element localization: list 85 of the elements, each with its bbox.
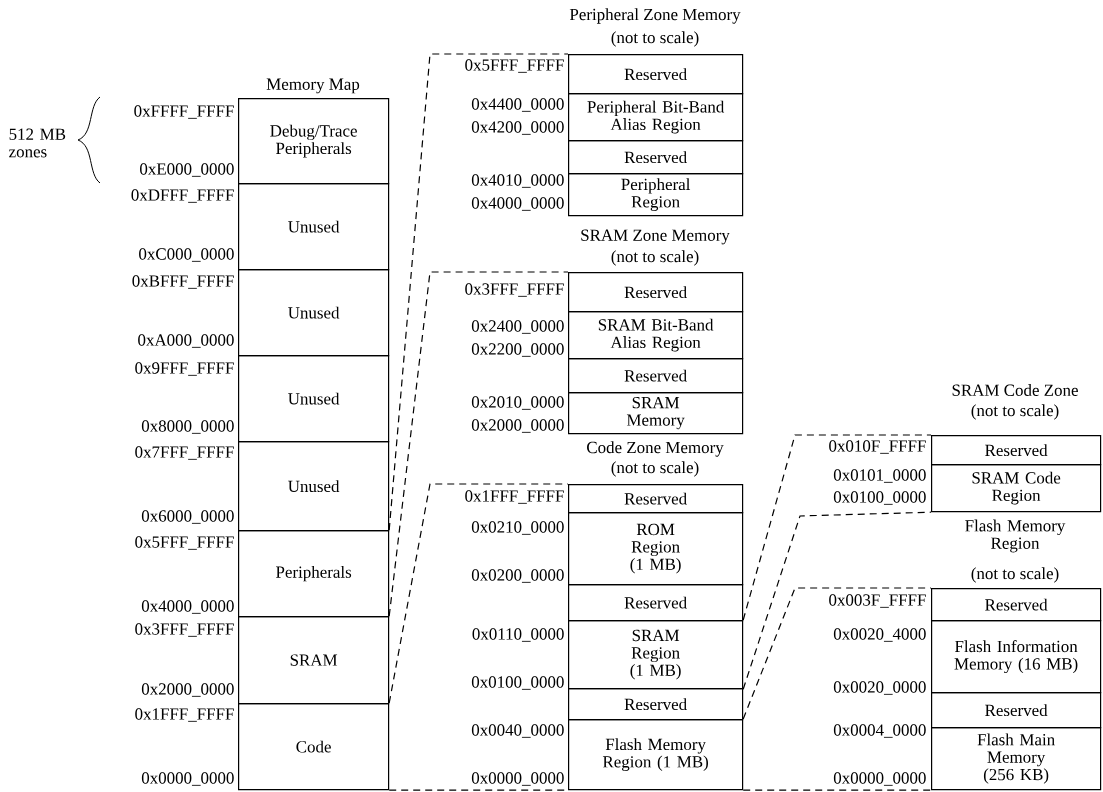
zone-title: Peripheral Zone Memory: [569, 8, 741, 24]
memory-region-box: SRAM: [238, 616, 390, 705]
memory-region-box: SRAM Code Region: [931, 464, 1102, 513]
address-label: 0x8000_0000: [141, 420, 234, 434]
zoom-line: [742, 511, 932, 690]
memory-region-box: Reserved: [568, 584, 744, 622]
memory-region-box: Unused: [238, 269, 390, 357]
memory-region-box: Debug/Trace Peripherals: [238, 98, 390, 185]
zoom-line: [742, 434, 932, 621]
zoom-line: [742, 587, 932, 720]
address-label: 0x4400_0000: [471, 98, 564, 112]
address-label: 0x0100_0000: [471, 676, 564, 690]
memory-region-box: Unused: [238, 183, 390, 271]
address-label: 0x0004_0000: [833, 724, 926, 738]
address-label: 0x0110_0000: [472, 628, 564, 642]
memory-region-box: Reserved: [931, 588, 1102, 622]
address-label: 0x0040_0000: [471, 724, 564, 738]
address-label: 0x4010_0000: [471, 174, 564, 188]
address-label: 0x0200_0000: [471, 569, 564, 583]
address-label: 0xBFFF_FFFF: [132, 275, 234, 289]
memory-region-box: SRAM Memory: [568, 392, 744, 435]
memory-region-box: Peripheral Region: [568, 173, 744, 217]
memory-region-box: Reserved: [568, 272, 744, 313]
memory-region-box: Unused: [238, 355, 390, 443]
memory-region-box: SRAM Bit-Band Alias Region: [568, 311, 744, 360]
address-label: 0x2010_0000: [471, 396, 564, 410]
address-label: 0x2400_0000: [471, 320, 564, 334]
zoom-line: [388, 483, 569, 704]
zoom-line: [388, 271, 569, 617]
address-label: 0xC000_0000: [139, 248, 234, 262]
address-label: 0x0020_0000: [833, 681, 926, 695]
address-label: 0x3FFF_FFFF: [135, 623, 234, 637]
zone-title: SRAM Zone Memory: [581, 229, 730, 245]
zone-title: Flash Memory Region: [965, 519, 1066, 553]
memory-region-box: Reserved: [931, 692, 1102, 729]
address-label: 0x9FFF_FFFF: [135, 362, 234, 376]
scale-note: (not to scale): [971, 567, 1059, 583]
memory-region-box: Peripherals: [238, 530, 390, 618]
memory-region-box: Unused: [238, 441, 390, 532]
scale-note: (not to scale): [611, 461, 699, 477]
memory-region-box: Reserved: [931, 435, 1102, 466]
address-label: 0xE000_0000: [140, 163, 234, 177]
memory-region-box: Reserved: [568, 484, 744, 514]
address-label: 0x0020_4000: [833, 628, 926, 642]
size-note: 512 MB zones: [9, 128, 66, 158]
address-label: 0x1FFF_FFFF: [465, 490, 564, 504]
address-label: 0x010F_FFFF: [829, 440, 926, 454]
zoom-line: [388, 53, 569, 531]
memory-region-box: Reserved: [568, 688, 744, 721]
address-label: 0x0101_0000: [833, 469, 926, 483]
address-label: 0x4000_0000: [141, 600, 234, 614]
memory-region-box: Peripheral Bit-Band Alias Region: [568, 93, 744, 142]
address-label: 0x6000_0000: [141, 510, 234, 524]
address-label: 0x0000_0000: [471, 772, 564, 786]
zone-title: Code Zone Memory: [587, 441, 724, 457]
address-label: 0x2000_0000: [141, 683, 234, 697]
address-label: 0x2000_0000: [471, 419, 564, 433]
memory-region-box: Reserved: [568, 140, 744, 175]
memory-region-box: Flash Memory Region (1 MB): [568, 719, 744, 791]
address-label: 0xA000_0000: [138, 334, 234, 348]
memory-region-box: Reserved: [568, 54, 744, 95]
address-label: 0x4200_0000: [471, 121, 564, 135]
address-label: 0x5FFF_FFFF: [135, 536, 234, 550]
memory-region-box: Reserved: [568, 358, 744, 394]
address-label: 0x1FFF_FFFF: [135, 708, 234, 722]
memory-region-box: ROM Region (1 MB): [568, 512, 744, 586]
address-label: 0x2200_0000: [471, 343, 564, 357]
address-label: 0x0000_0000: [833, 772, 926, 786]
scale-note: (not to scale): [971, 404, 1059, 420]
scale-note: (not to scale): [611, 250, 699, 266]
memory-region-box: Flash Information Memory (16 MB): [931, 620, 1102, 694]
address-label: 0x5FFF_FFFF: [465, 59, 564, 73]
address-label: 0x7FFF_FFFF: [135, 446, 234, 460]
address-label: 0x0210_0000: [471, 521, 564, 535]
zone-title: SRAM Code Zone: [952, 384, 1078, 396]
address-label: 0xDFFF_FFFF: [131, 189, 234, 203]
memory-region-box: Code: [238, 703, 390, 791]
address-label: 0x3FFF_FFFF: [465, 283, 564, 297]
address-label: 0x4000_0000: [471, 197, 564, 211]
address-label: 0x0100_0000: [833, 491, 926, 505]
zoom-line: [742, 789, 932, 791]
memory-region-box: Flash Main Memory (256 KB): [931, 727, 1102, 791]
scale-note: (not to scale): [611, 31, 699, 47]
memory-region-box: SRAM Region (1 MB): [568, 620, 744, 690]
address-label: 0x003F_FFFF: [829, 594, 926, 608]
